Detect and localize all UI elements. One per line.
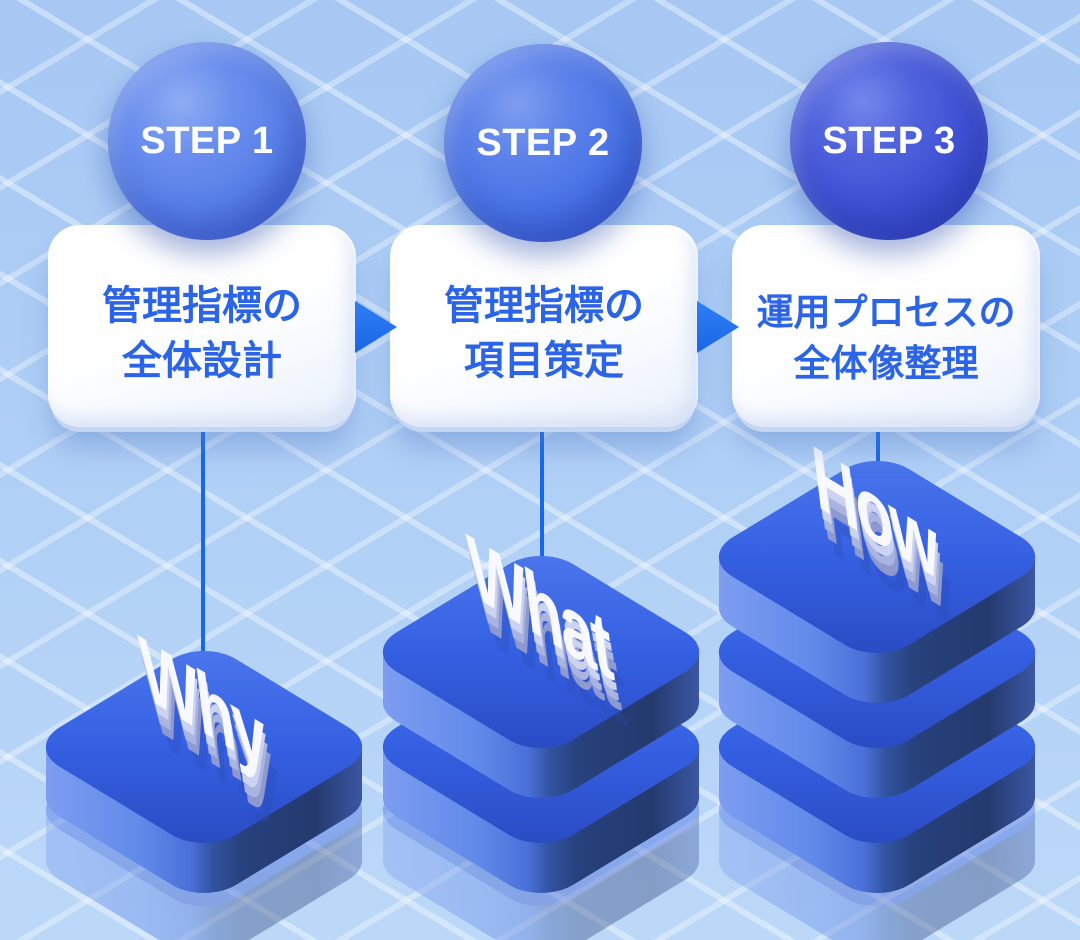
step1-title-line1: 管理指標の <box>102 283 302 328</box>
step1-badge: STEP 1 <box>108 42 306 240</box>
stack-how: How How How How How <box>700 426 1054 940</box>
step1-card: 管理指標の 全体設計 <box>48 225 356 427</box>
step2-title-line1: 管理指標の <box>444 283 644 328</box>
step3-badge-label: STEP 3 <box>822 119 956 162</box>
step2-card: 管理指標の 項目策定 <box>390 225 698 427</box>
step2-title-line2: 項目策定 <box>464 338 624 383</box>
step2-badge-label: STEP 2 <box>476 121 610 164</box>
step1-badge-label: STEP 1 <box>140 119 274 162</box>
stack-why: Why Why Why Why Why <box>27 617 381 940</box>
step3-card: 運用プロセスの 全体像整理 <box>732 225 1040 427</box>
step1-title-line2: 全体設計 <box>122 338 282 383</box>
step3-badge: STEP 3 <box>790 42 988 240</box>
step3-title-line1: 運用プロセスの <box>756 291 1016 333</box>
step3-title: 運用プロセスの 全体像整理 <box>757 287 1016 389</box>
step2-badge: STEP 2 <box>444 44 642 242</box>
step3-title-line2: 全体像整理 <box>793 342 979 384</box>
stack-what: What What What What What <box>364 515 718 940</box>
step2-title: 管理指標の 項目策定 <box>444 279 644 389</box>
step1-title: 管理指標の 全体設計 <box>102 279 302 389</box>
